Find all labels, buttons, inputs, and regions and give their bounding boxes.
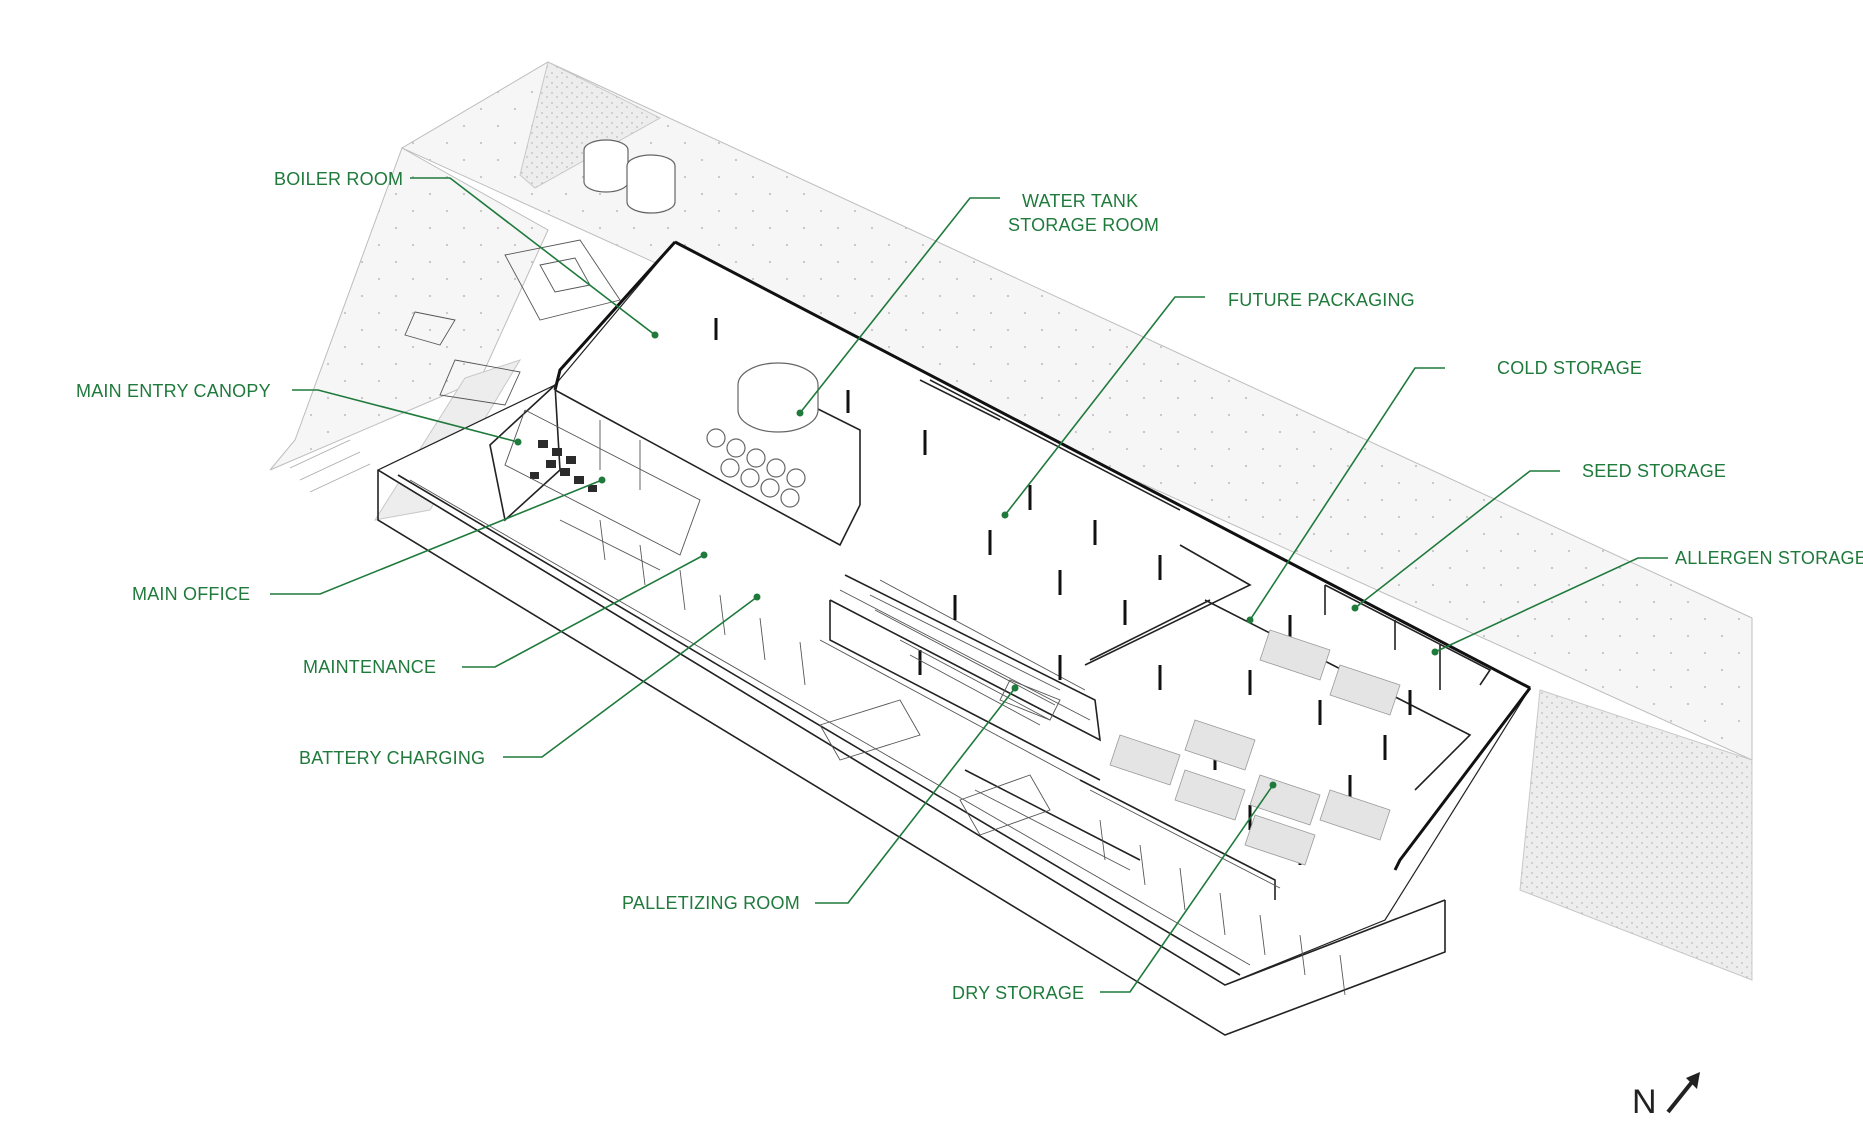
label-water-tank-line1: WATER TANK [1022,191,1138,211]
label-cold-storage: COLD STORAGE [1497,358,1642,378]
leader-lines [270,177,1668,993]
storage-racks [1109,629,1401,866]
label-palletizing-room: PALLETIZING ROOM [622,893,800,913]
office-furniture [504,409,701,571]
structural-columns [714,318,1412,865]
loading-dock-doors [599,519,1346,996]
leader-battery-charging [503,596,758,758]
label-main-entry-canopy: MAIN ENTRY CANOPY [76,381,271,401]
leader-main-office [270,479,603,595]
label-main-office: MAIN OFFICE [132,584,250,604]
leader-seed-storage [1354,470,1560,609]
leader-dry-storage [1100,784,1274,993]
label-future-packaging: FUTURE PACKAGING [1228,290,1415,310]
water-tank-equipment [706,362,819,508]
label-seed-storage: SEED STORAGE [1582,461,1726,481]
leader-maintenance [462,554,705,668]
leader-main-entry-canopy [292,389,519,443]
leader-boiler-room [410,177,656,336]
palletizing-conveyors [869,594,1061,726]
leader-water-tank [799,197,1000,414]
label-battery-charging: BATTERY CHARGING [299,748,485,768]
leader-palletizing-room [815,687,1016,904]
label-allergen-storage: ALLERGEN STORAGE [1675,548,1863,568]
leader-allergen-storage [1434,557,1668,653]
leader-cold-storage [1249,367,1445,621]
label-boiler-room: BOILER ROOM [274,169,403,189]
label-maintenance: MAINTENANCE [303,657,436,677]
building [376,240,1532,1036]
label-water-tank-line2: STORAGE ROOM [1008,215,1159,235]
loading-platforms [819,699,1051,836]
yard-equipment [289,239,621,493]
north-label: N [1632,1083,1657,1121]
north-arrow-icon [1666,1072,1700,1114]
label-dry-storage: DRY STORAGE [952,983,1084,1003]
north-indicator: N [1632,1072,1700,1121]
room-labels: BOILER ROOM WATER TANK STORAGE ROOM FUTU… [76,169,1863,1003]
silo-tanks [583,139,676,214]
site-context [269,61,1753,981]
leader-future-packaging [1004,296,1205,516]
